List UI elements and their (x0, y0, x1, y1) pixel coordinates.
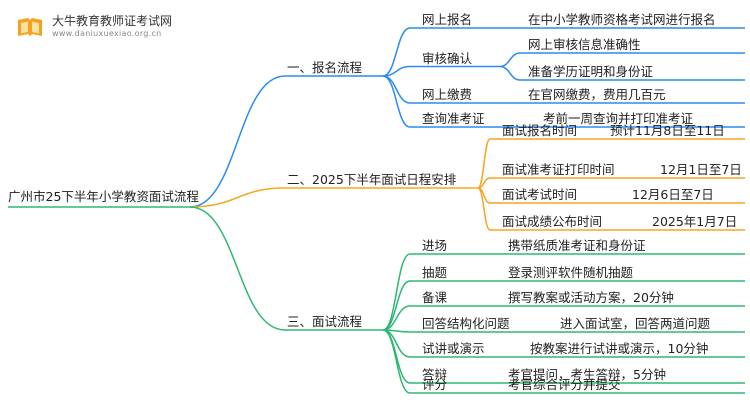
branch-link-0 (189, 75, 286, 208)
detail-link-0-1-0 (499, 52, 521, 68)
item-label-1-0: 面试报名时间 (502, 123, 578, 138)
detail-label-0-1-0: 网上审核信息准确性 (528, 37, 641, 52)
branch-label-1: 二、2025下半年面试日程安排 (287, 172, 457, 187)
detail-label-1-2-0: 12月6日至7日 (632, 187, 714, 202)
detail-label-0-1-1: 准备学历证明和身份证 (528, 64, 654, 79)
branch-label-0: 一、报名流程 (287, 60, 363, 75)
logo-title: 大牛教育教师证考试网 (52, 14, 173, 28)
detail-label-1-3-0: 2025年1月7日 (652, 214, 738, 229)
detail-label-2-4-0: 按教案进行试讲或演示，10分钟 (530, 341, 709, 356)
detail-label-2-5-0: 考官提问，考生答辩，5分钟 (508, 367, 666, 382)
root-topic: 广州市25下半年小学教资面试流程 (8, 189, 199, 204)
detail-label-0-0-0: 在中小学教师资格考试网进行报名 (528, 12, 716, 27)
logo: 大牛教育教师证考试网 www.daniuxuexiao.org.cn (8, 10, 208, 44)
item-link-0-3 (382, 75, 411, 128)
detail-label-2-0-0: 携带纸质准考证和身份证 (508, 238, 646, 253)
item-link-2-4 (382, 329, 411, 358)
detail-label-2-3-0: 进入面试室，回答两道问题 (560, 316, 711, 331)
item-link-2-0 (382, 253, 411, 331)
logo-url: www.daniuxuexiao.org.cn (52, 29, 162, 38)
detail-label-2-2-0: 撰写教案或活动方案，20分钟 (508, 290, 674, 305)
item-link-0-0 (382, 27, 411, 77)
book-icon (18, 18, 42, 36)
detail-link-0-1-1 (499, 65, 521, 81)
item-label-2-1: 抽题 (422, 265, 448, 280)
item-label-0-1: 审核确认 (422, 50, 473, 66)
detail-label-1-0-0: 预计11月8日至11日 (610, 123, 725, 138)
item-label-1-2: 面试考试时间 (502, 187, 578, 202)
item-label-2-5: 答辩 (422, 367, 448, 382)
item-link-1-3 (477, 187, 491, 231)
item-label-2-0: 进场 (422, 238, 448, 253)
item-label-0-0: 网上报名 (422, 12, 473, 27)
item-label-2-6: 评分 (422, 377, 448, 392)
item-label-0-3: 查询准考证 (422, 111, 485, 126)
branch-link-1 (189, 187, 286, 208)
branch-label-2: 三、面试流程 (287, 314, 363, 329)
item-label-1-3: 面试成绩公布时间 (502, 214, 603, 229)
item-label-2-4: 试讲或演示 (422, 341, 485, 356)
item-label-2-3: 回答结构化问题 (422, 316, 510, 331)
item-label-0-2: 网上缴费 (422, 87, 473, 102)
detail-label-0-2-0: 在官网缴费，费用几百元 (528, 87, 666, 102)
branch-link-2 (189, 206, 286, 331)
detail-label-2-1-0: 登录测评软件随机抽题 (508, 265, 634, 280)
item-link-2-6 (382, 329, 411, 394)
detail-label-1-1-0: 12月1日至7日 (660, 162, 742, 177)
item-label-1-1: 面试准考证打印时间 (502, 162, 615, 177)
item-link-1-0 (477, 138, 491, 189)
item-link-2-1 (382, 280, 411, 331)
detail-label-0-3-0: 考前一周查询并打印准考证 (543, 111, 694, 126)
item-label-2-2: 备课 (422, 290, 448, 305)
detail-label-2-6-0: 考官综合评分并提交 (508, 377, 621, 392)
